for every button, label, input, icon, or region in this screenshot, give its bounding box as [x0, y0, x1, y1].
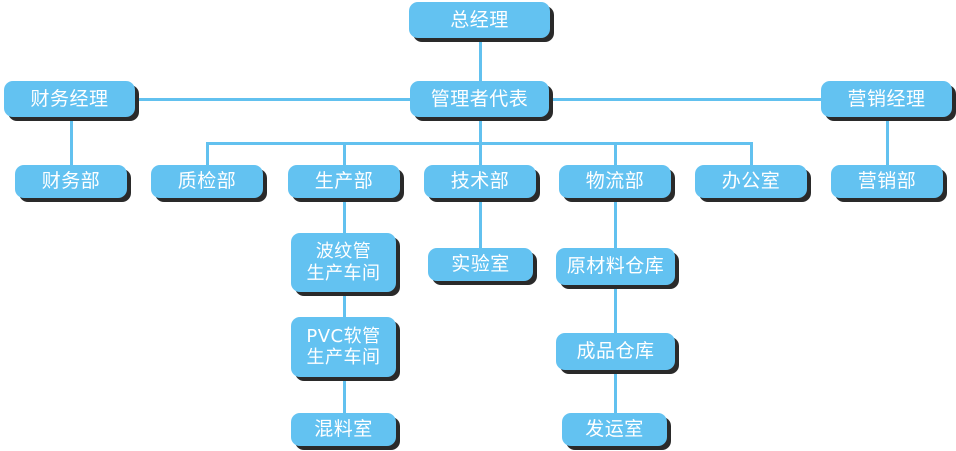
- node-laboratory[interactable]: 实验室: [428, 248, 533, 281]
- node-label: 办公室: [721, 170, 781, 193]
- connector-production-to-corrugated: [343, 198, 346, 233]
- node-office[interactable]: 办公室: [695, 165, 807, 198]
- connector-bus-to-logistics: [614, 142, 617, 166]
- connector-corrugated-to-pvc: [343, 292, 346, 317]
- node-label: 技术部: [450, 170, 510, 193]
- node-marketing-manager[interactable]: 营销经理: [821, 81, 952, 117]
- node-label: 财务部: [41, 170, 101, 193]
- connector-marketing-down: [886, 117, 889, 165]
- node-marketing-department[interactable]: 营销部: [831, 165, 943, 198]
- node-label: 波纹管 生产车间: [306, 241, 381, 284]
- node-label: 发运室: [585, 418, 644, 441]
- node-production-department[interactable]: 生产部: [288, 165, 400, 198]
- connector-mgmt-down: [479, 117, 482, 145]
- connector-bus-to-office: [750, 142, 753, 166]
- node-technology-department[interactable]: 技术部: [424, 165, 536, 198]
- node-management-representative[interactable]: 管理者代表: [410, 81, 549, 117]
- connector-bus-to-quality: [206, 142, 209, 166]
- node-label: 原材料仓库: [566, 255, 665, 278]
- node-label: 营销经理: [847, 87, 926, 110]
- node-label: 物流部: [585, 170, 645, 193]
- node-label: 生产部: [314, 170, 374, 193]
- node-general-manager[interactable]: 总经理: [409, 2, 550, 38]
- node-pvc-hose-workshop[interactable]: PVC软管 生产车间: [291, 317, 396, 377]
- connector-bus-to-technology: [479, 142, 482, 166]
- connector-raw-to-finished: [614, 285, 617, 333]
- node-finance-department[interactable]: 财务部: [15, 165, 127, 198]
- connector-technology-to-laboratory: [479, 198, 482, 248]
- node-label: 成品仓库: [576, 340, 655, 363]
- node-logistics-department[interactable]: 物流部: [559, 165, 671, 198]
- connector-pvc-to-mixing: [343, 377, 346, 413]
- node-finance-manager[interactable]: 财务经理: [4, 81, 135, 117]
- node-raw-material-warehouse[interactable]: 原材料仓库: [556, 248, 675, 285]
- node-label: 总经理: [450, 8, 509, 31]
- node-shipping-room[interactable]: 发运室: [562, 413, 667, 446]
- node-label: 营销部: [857, 170, 917, 193]
- connector-logistics-to-raw: [614, 198, 617, 248]
- node-label: 质检部: [177, 170, 237, 193]
- node-label: PVC软管 生产车间: [306, 325, 381, 368]
- node-corrugated-pipe-workshop[interactable]: 波纹管 生产车间: [291, 233, 396, 292]
- node-mixing-room[interactable]: 混料室: [291, 413, 396, 446]
- node-quality-inspection-department[interactable]: 质检部: [151, 165, 263, 198]
- node-label: 管理者代表: [430, 87, 529, 110]
- connector-gm-down: [479, 38, 482, 83]
- connector-row1-horizontal: [130, 98, 420, 101]
- node-finished-goods-warehouse[interactable]: 成品仓库: [556, 333, 675, 370]
- node-label: 财务经理: [30, 87, 109, 110]
- node-label: 混料室: [314, 418, 373, 441]
- connector-finance-down: [70, 117, 73, 165]
- connector-row1-horizontal-right: [540, 98, 822, 101]
- connector-bus-to-production: [343, 142, 346, 166]
- connector-finished-to-shipping: [614, 370, 617, 413]
- node-label: 实验室: [451, 253, 510, 276]
